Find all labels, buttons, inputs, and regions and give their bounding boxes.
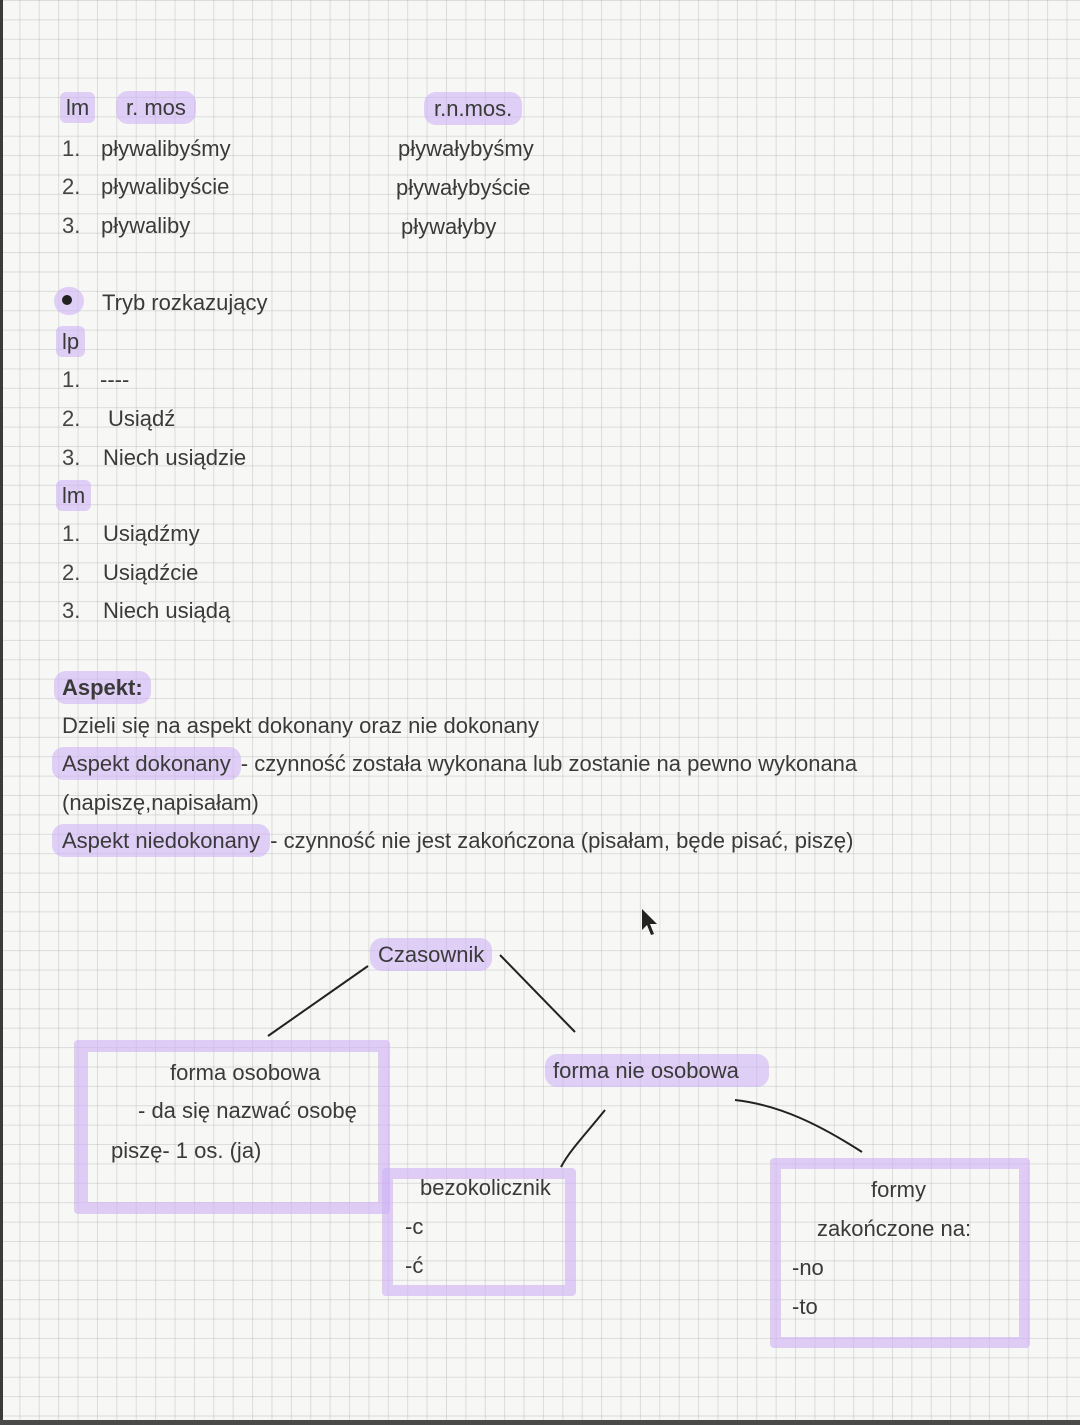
row-number: 1. [62,367,81,392]
verb-form-mos: pływalibyśmy [101,136,231,161]
column-header-mos: r. mos [116,91,196,124]
row-number: 3. [62,213,81,238]
infinitive-ending: -ć [405,1253,424,1278]
row-number: 2. [62,174,81,199]
row-number: 3. [62,598,81,623]
imperative-form: ---- [100,367,130,392]
verb-form-nmos: pływałybyśmy [398,136,534,161]
verb-form-nmos: pływałybyście [396,175,531,200]
personal-form-title: forma osobowa [170,1060,321,1085]
imperative-heading: Tryb rozkazujący [102,290,268,315]
forms-ending: -to [792,1294,818,1319]
forms-subtitle: zakończone na: [817,1216,972,1241]
forms-box [770,1158,1030,1348]
bullet-icon [62,295,72,305]
imperative-form: Usiądźmy [103,521,200,546]
imperative-form: Usiądźcie [103,560,199,585]
perfective-definition: Aspekt dokonany- czynność została wykona… [52,747,857,780]
verb-form-nmos: pływałyby [401,214,497,239]
infinitive-box [382,1168,576,1296]
personal-form-description: - da się nazwać osobę [138,1098,357,1123]
personal-form-example: piszę- 1 os. (ja) [111,1138,262,1163]
impersonal-form-title: forma nie osobowa [545,1054,769,1087]
diagram-root: Czasownik [370,938,493,971]
page-edge-left [0,0,3,1425]
forms-ending: -no [792,1255,824,1280]
aspect-heading: Aspekt: [54,671,151,704]
row-number: 2. [62,406,81,431]
column-header-nmos: r.n.mos. [424,92,523,125]
imperative-form: Niech usiądą [103,598,231,623]
row-number: 1. [62,521,81,546]
singular-label: lp [56,326,86,357]
forms-title: formy [871,1177,926,1202]
imperfective-definition: Aspekt niedokonany- czynność nie jest za… [52,824,853,857]
row-number: 3. [62,445,81,470]
verb-form-mos: pływaliby [101,213,191,238]
imperative-form: Usiądź [108,406,176,431]
verb-form-mos: pływalibyście [101,174,230,199]
row-number: 1. [62,136,81,161]
plural-imperative-label: lm [56,480,92,511]
row-number: 2. [62,560,81,585]
infinitive-title: bezokolicznik [420,1175,551,1200]
aspect-intro: Dzieli się na aspekt dokonany oraz nie d… [62,713,539,738]
perfective-example: (napiszę,napisałam) [62,790,259,815]
page-edge-bottom [0,1420,1080,1425]
plural-label: lm [60,92,96,123]
imperative-form: Niech usiądzie [103,445,247,470]
infinitive-ending: -c [405,1214,424,1239]
